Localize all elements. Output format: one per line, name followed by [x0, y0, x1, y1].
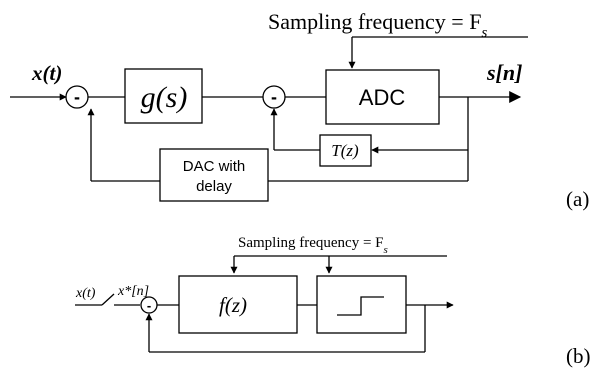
tz-block — [319, 134, 372, 167]
dac-block — [159, 148, 269, 202]
sampling-frequency-label-b: Sampling frequency = Fs — [238, 235, 388, 256]
g-block — [124, 68, 203, 124]
summing-junction-b-sign: - — [147, 298, 151, 313]
tz-block-label: T(z) — [331, 141, 359, 160]
adc-block-label: ADC — [359, 85, 406, 110]
sampler-switch — [101, 293, 115, 306]
diagram-a: Sampling frequency = Fs x(t) - g(s) - AD… — [10, 9, 589, 211]
panel-label-a: (a) — [566, 187, 589, 211]
g-block-label: g(s) — [141, 81, 188, 114]
summing-junction-2-sign: - — [271, 87, 277, 107]
dac-block-line2: delay — [196, 178, 232, 195]
adc-block — [325, 69, 440, 125]
sampled-label-b: x*[n] — [117, 284, 149, 299]
input-label-a: x(t) — [31, 61, 62, 85]
step-function-icon — [337, 296, 384, 316]
f-block-label: f(z) — [219, 293, 247, 317]
summing-junction-1-sign: - — [74, 87, 80, 107]
panel-label-b: (b) — [566, 344, 591, 368]
input-label-b: x(t) — [75, 286, 96, 301]
f-block — [178, 275, 298, 334]
sampling-frequency-label-a: Sampling frequency = Fs — [268, 9, 487, 41]
output-label-a: s[n] — [486, 60, 522, 85]
diagram-b: Sampling frequency = Fs x(t) x*[n] - f(z… — [75, 235, 591, 368]
dac-block-line1: DAC with — [183, 158, 246, 175]
